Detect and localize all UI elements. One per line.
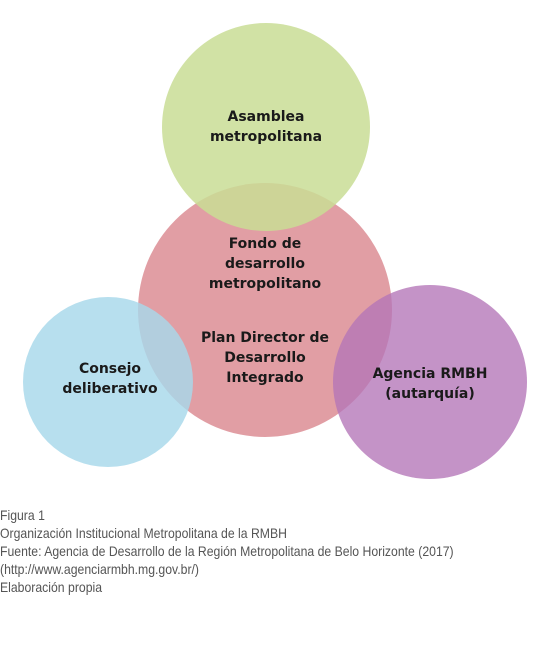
central-label-line-6: Desarrollo <box>224 350 306 366</box>
venn-diagram: Asamblea metropolitana Fondo de desarrol… <box>23 23 527 479</box>
figure-caption: Figura 1 Organización Institucional Metr… <box>0 507 492 597</box>
asamblea-label-line-2: metropolitana <box>210 129 322 145</box>
consejo-label-line-2: deliberativo <box>62 381 158 397</box>
central-label-line-2: desarrollo <box>225 256 305 272</box>
figure-note: Elaboración propia <box>0 580 103 595</box>
asamblea-label-line-1: Asamblea <box>228 109 305 125</box>
circle-consejo <box>23 297 193 467</box>
figure-label: Figura 1 <box>0 508 45 523</box>
agencia-label-line-2: (autarquía) <box>385 386 475 402</box>
central-label-line-5: Plan Director de <box>201 330 329 346</box>
figure-source: Fuente: Agencia de Desarrollo de la Regi… <box>0 544 454 559</box>
circle-asamblea <box>162 23 370 231</box>
consejo-label-line-1: Consejo <box>79 361 141 377</box>
figure-source-url: (http://www.agenciarmbh.mg.gov.br/) <box>0 562 200 577</box>
circle-central <box>138 183 392 437</box>
figure-title: Organización Institucional Metropolitana… <box>0 526 287 541</box>
central-label-line-7: Integrado <box>226 370 304 386</box>
central-label-line-1: Fondo de <box>229 236 302 252</box>
central-label-line-3: metropolitano <box>209 276 322 292</box>
circle-agencia <box>333 285 527 479</box>
agencia-label-line-1: Agencia RMBH <box>373 366 488 382</box>
